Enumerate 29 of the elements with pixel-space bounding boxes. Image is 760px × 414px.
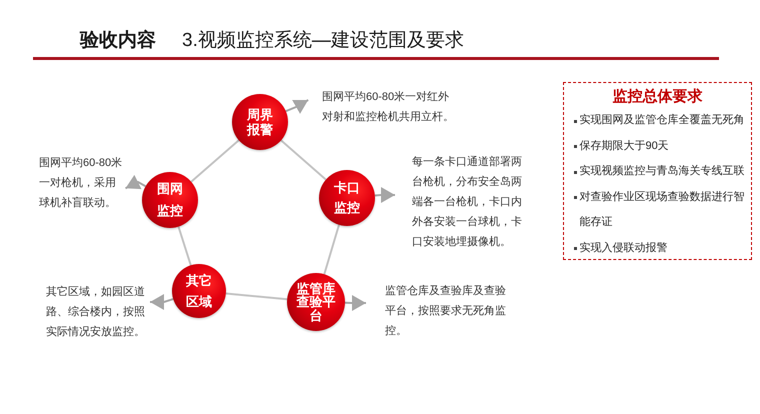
arrow — [374, 187, 395, 203]
circle-node: 卡口监控 — [319, 170, 375, 226]
circle-node: 其它区域 — [172, 264, 226, 318]
circle-node: 周界报警 — [232, 94, 288, 150]
list-item: 实现围网及监管仓库全覆盖无死角 — [580, 112, 746, 128]
connector-line — [226, 292, 288, 300]
list-item: 保存期限大于90天 — [580, 138, 670, 154]
description-text: 围网平均60-80米一对红外对射和监控枪机共用立杆。 — [308, 87, 457, 127]
panel-heading: 监控总体要求 — [612, 87, 704, 107]
list-item: 实现入侵联动报警 — [580, 240, 668, 256]
arrow — [285, 99, 309, 114]
connector-line — [190, 140, 240, 182]
circle-node: 监管库查验平台 — [287, 273, 345, 331]
connector-line — [178, 226, 192, 266]
connector-line — [280, 140, 327, 180]
arrow — [125, 174, 146, 190]
connector-line — [323, 224, 340, 274]
info-panel — [563, 82, 752, 260]
arrow — [344, 295, 366, 311]
section-label: 验收内容 — [80, 29, 156, 53]
page-title: 3.视频监控系统—建设范围及要求 — [182, 29, 464, 53]
description-text: 围网平均60-80米一对枪机，采用球机补盲联动。 — [39, 153, 126, 213]
description-text: 每一条卡口通道部署两台枪机，分布安全岛两端各一台枪机，卡口内外各安装一台球机，卡口安装地埋摄像机。 — [395, 152, 524, 252]
arrow — [150, 294, 174, 310]
list-item: 实现视频监控与青岛海关专线互联 — [580, 164, 746, 179]
description-text: 监管仓库及查验库及查验平台，按照要求无死角监控。 — [366, 281, 509, 341]
circle-node: 围网监控 — [142, 172, 198, 228]
list-item: 对查验作业区现场查验数据进行智能存证 — [580, 190, 746, 230]
description-text: 其它区域，如园区道路、综合楼内，按照实际情况安放监控。 — [46, 282, 150, 342]
